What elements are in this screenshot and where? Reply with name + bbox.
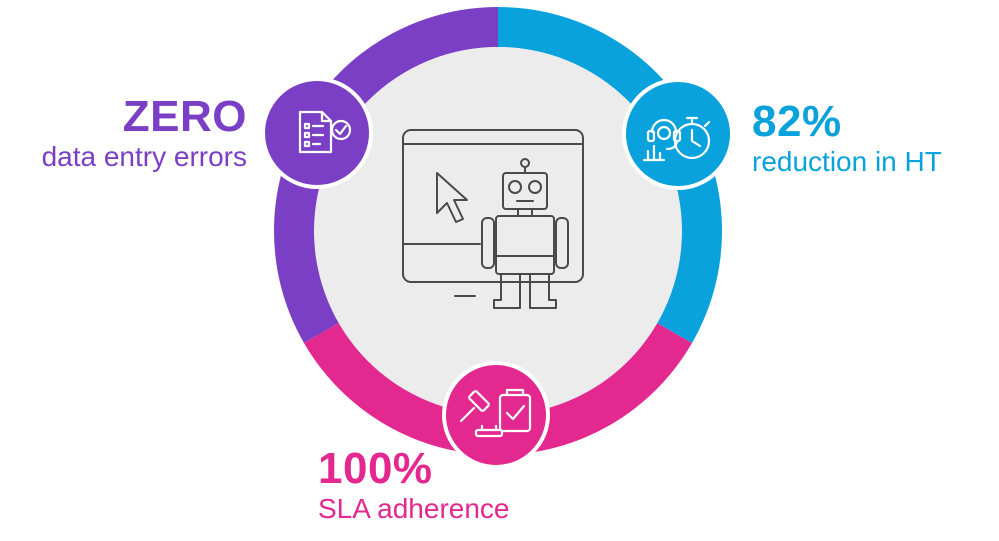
stat-right-caption: reduction in HT — [752, 146, 942, 177]
stat-zero-errors: ZERO data entry errors — [42, 95, 247, 171]
badge-left — [261, 77, 373, 189]
stat-bottom-value: 100% — [318, 444, 433, 493]
checklist-document-icon — [298, 110, 352, 154]
ring-segment-pink — [304, 323, 692, 456]
stat-right-value: 82% — [752, 97, 842, 146]
gavel-clipboard-icon — [459, 388, 532, 438]
center-circle — [314, 47, 682, 415]
stat-left-value: ZERO — [122, 92, 247, 141]
robot-computer-icon — [402, 129, 584, 309]
stat-ht-reduction: 82% reduction in HT — [752, 100, 942, 176]
stat-left-caption: data entry errors — [41, 141, 247, 172]
headset-stopwatch-icon — [642, 116, 711, 162]
badge-right — [622, 78, 734, 190]
stat-sla-adherence: 100% SLA adherence — [318, 447, 510, 523]
stat-bottom-caption: SLA adherence — [318, 493, 510, 524]
